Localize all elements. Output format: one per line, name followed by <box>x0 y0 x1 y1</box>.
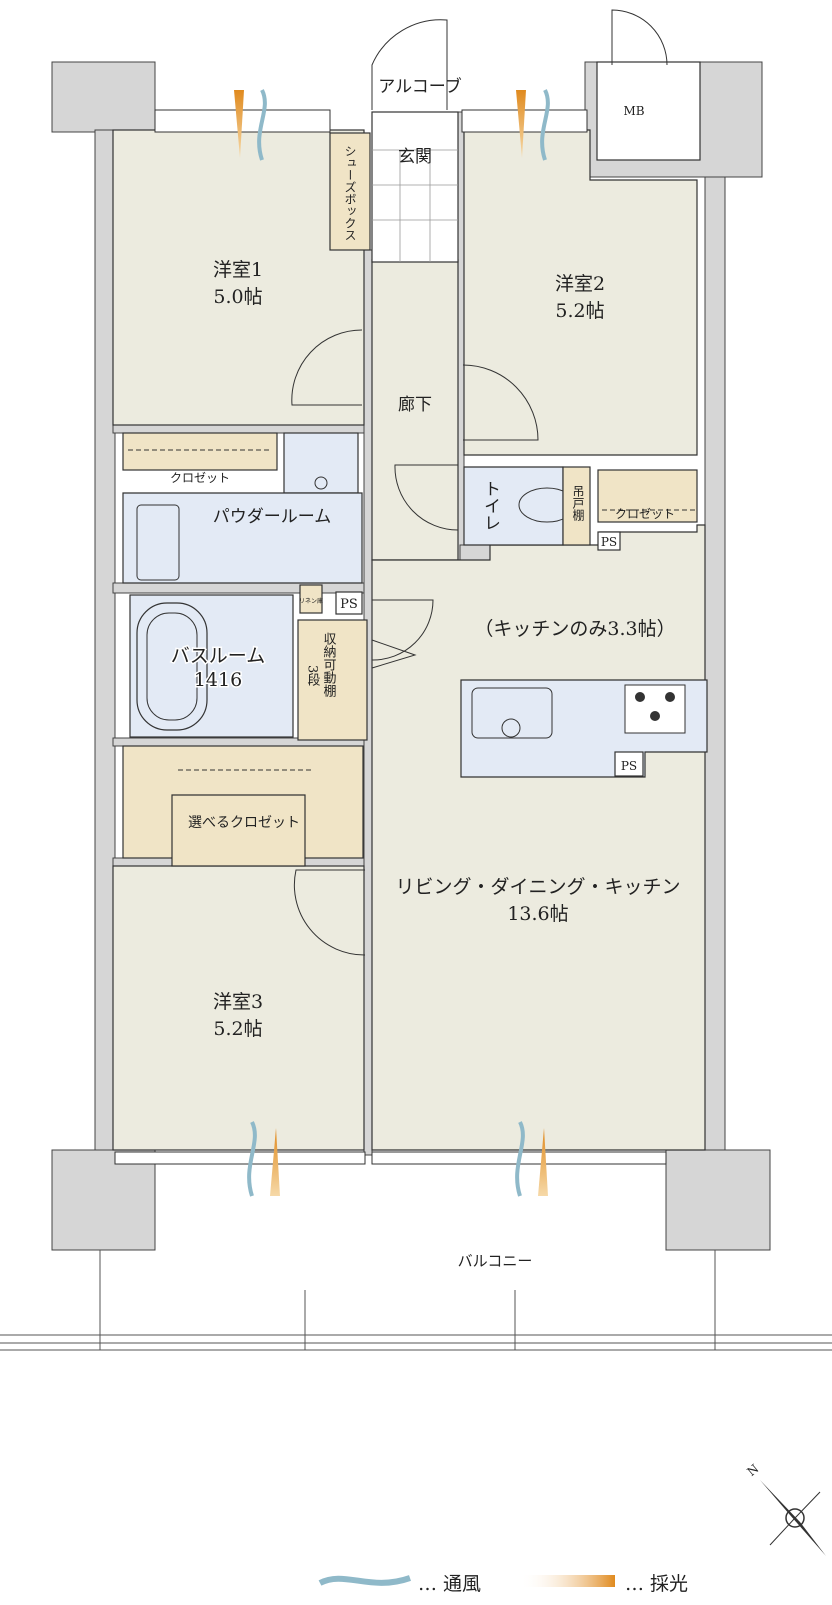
bathroom <box>129 594 294 738</box>
entrance <box>371 111 459 263</box>
windows <box>114 109 667 1165</box>
ps-3 <box>614 751 644 777</box>
daylight-icon <box>538 1128 548 1196</box>
ventilation-icon <box>257 89 267 161</box>
choosable-closet-label: 選べるクロゼット <box>188 815 300 831</box>
bathroom-size: 1416 <box>194 669 242 691</box>
ps-3-label: PS <box>621 759 637 773</box>
stove-burners-icon <box>635 692 675 721</box>
daylight-icon <box>516 90 526 158</box>
linen-closet <box>299 584 323 614</box>
ps-2 <box>597 531 621 551</box>
toilet <box>463 466 564 546</box>
hanging-shelf-label: 吊戸棚 <box>571 485 585 522</box>
western-room-1-size: 5.0帖 <box>213 286 262 308</box>
western-room-1-name: 洋室1 <box>213 259 263 281</box>
linen-label: リネン庫 <box>299 597 323 605</box>
storage-label: 収納可動棚 <box>321 632 337 697</box>
corridor-label: 廊下 <box>398 395 432 415</box>
ps-2-label: PS <box>601 535 617 549</box>
compass: N <box>744 1461 826 1556</box>
ps-1 <box>335 591 363 615</box>
western-room-1 <box>112 129 365 426</box>
entrance-tiles <box>372 149 458 262</box>
bathroom-name: バスルーム <box>171 645 265 667</box>
closet-2 <box>597 469 698 523</box>
meter-box <box>596 61 701 161</box>
powder-room <box>122 492 363 584</box>
western-room-3-name: 洋室3 <box>213 991 263 1013</box>
mb-label: MB <box>623 104 644 118</box>
kitchen-note: （キッチンのみ3.3帖） <box>474 618 675 640</box>
alcove-label: アルコーブ <box>378 76 461 97</box>
ps-1-label: PS <box>340 597 358 612</box>
daylight-icon <box>270 1128 280 1196</box>
western-room-3 <box>112 865 365 1151</box>
western-room-2-name: 洋室2 <box>555 273 605 295</box>
daylight-legend-icon <box>520 1575 615 1587</box>
closet-2-label: クロゼット <box>615 507 675 521</box>
compass-north: N <box>744 1461 761 1478</box>
ventilation-legend-label: … 通風 <box>418 1573 481 1595</box>
balcony-label: バルコニー <box>458 1252 533 1270</box>
powder-room-label: パウダールーム <box>213 507 332 527</box>
washing-area <box>283 432 359 494</box>
western-room-2-size: 5.2帖 <box>555 300 604 322</box>
balcony <box>0 1250 832 1351</box>
doors <box>291 19 539 956</box>
western-room-3-size: 5.2帖 <box>213 1018 262 1040</box>
hanging-shelf <box>562 466 591 546</box>
ventilation-icon <box>247 1121 257 1197</box>
closet-1-label: クロゼット <box>170 471 230 485</box>
toilet-label: トイレ <box>480 480 500 531</box>
storage-tiers-label: 3段 <box>305 665 321 687</box>
shoe-box-label: シューズボックス <box>343 145 357 241</box>
daylight-icon <box>234 90 244 158</box>
shoe-box <box>329 132 371 251</box>
ventilation-icon <box>515 1121 525 1197</box>
daylight-legend-label: … 採光 <box>625 1573 688 1595</box>
storage-shelf <box>297 619 368 741</box>
ventilation-legend-icon <box>318 1575 411 1586</box>
western-room-2 <box>463 129 698 456</box>
compass-rose-icon <box>785 1508 805 1528</box>
legend: … 通風 … 採光 <box>318 1573 688 1595</box>
ventilation-icon <box>540 89 550 161</box>
ldk-name: リビング・ダイニング・キッチン <box>395 876 680 898</box>
ldk-size: 13.6帖 <box>507 903 568 925</box>
closet-1 <box>122 432 278 471</box>
entrance-label: 玄関 <box>398 147 432 167</box>
